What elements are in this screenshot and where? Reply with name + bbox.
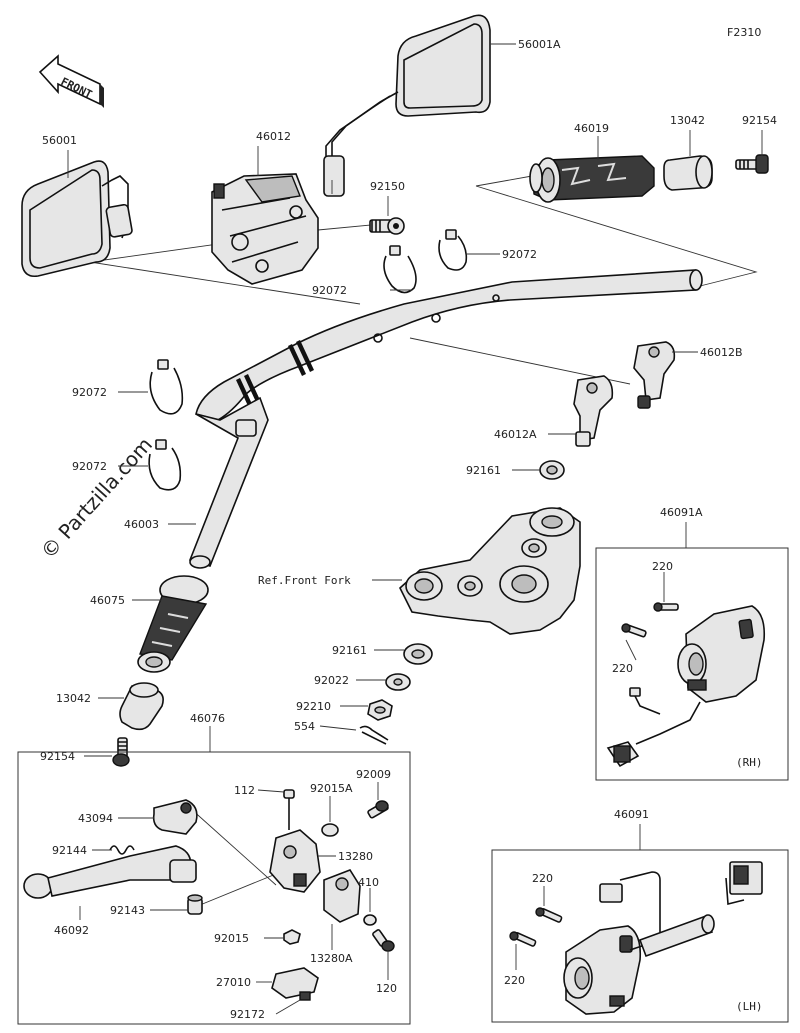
front-arrow-icon: FRONT bbox=[38, 54, 104, 108]
label-56001a: 56001A bbox=[518, 38, 561, 51]
lever-assembly-box bbox=[17, 751, 411, 1025]
label-92210: 92210 bbox=[296, 700, 331, 713]
clamp-92072-lower bbox=[148, 359, 184, 491]
label-13042-lower: 13042 bbox=[56, 692, 91, 705]
label-46091: 46091 bbox=[614, 808, 649, 821]
label-46012a: 46012A bbox=[494, 428, 537, 441]
label-ref-front-fork: Ref.Front Fork bbox=[258, 574, 351, 587]
label-46019: 46019 bbox=[574, 122, 609, 135]
label-92161-upper: 92161 bbox=[466, 464, 501, 477]
label-410: 410 bbox=[358, 876, 379, 889]
label-92154-upper: 92154 bbox=[742, 114, 777, 127]
label-92143: 92143 bbox=[110, 904, 145, 917]
switch-housing-46012 bbox=[211, 173, 319, 285]
label-46092: 46092 bbox=[54, 924, 89, 937]
part-labels: 56001A 56001 46012 92150 92072 92072 920… bbox=[40, 38, 777, 1021]
label-43094: 43094 bbox=[78, 812, 113, 825]
holder-46012b bbox=[633, 341, 676, 409]
label-92154-lower: 92154 bbox=[40, 750, 75, 763]
label-112: 112 bbox=[234, 784, 255, 797]
label-92072-a: 92072 bbox=[312, 284, 347, 297]
label-92009: 92009 bbox=[356, 768, 391, 781]
label-46003: 46003 bbox=[124, 518, 159, 531]
bar-end-weight-13042-upper bbox=[663, 155, 713, 191]
label-92072-c: 92072 bbox=[72, 386, 107, 399]
label-92150: 92150 bbox=[370, 180, 405, 193]
label-120: 120 bbox=[376, 982, 397, 995]
label-13042-upper: 13042 bbox=[670, 114, 705, 127]
label-220-a: 220 bbox=[652, 560, 673, 573]
label-92072-d: 92072 bbox=[72, 460, 107, 473]
label-92015a: 92015A bbox=[310, 782, 353, 795]
grip-46019 bbox=[529, 155, 655, 203]
upper-fork-bracket bbox=[399, 507, 581, 635]
switch-rh-46091a bbox=[606, 572, 766, 768]
switch-lh-46091 bbox=[509, 861, 763, 1015]
watermark: © Partzilla.com bbox=[36, 433, 157, 564]
nut-92210 bbox=[367, 699, 393, 721]
washer-92161-lower bbox=[403, 643, 433, 665]
washer-92022 bbox=[385, 673, 411, 691]
bolt-92150 bbox=[369, 217, 405, 235]
label-46012: 46012 bbox=[256, 130, 291, 143]
label-46075: 46075 bbox=[90, 594, 125, 607]
label-92144: 92144 bbox=[52, 844, 87, 857]
label-13280: 13280 bbox=[338, 850, 373, 863]
holder-46012a bbox=[573, 375, 614, 447]
label-554: 554 bbox=[294, 720, 315, 733]
switch-rh-box bbox=[595, 547, 789, 781]
mirror-left-56001 bbox=[21, 160, 133, 278]
clamp-92072-upper bbox=[383, 229, 468, 294]
label-lh: (LH) bbox=[736, 1000, 763, 1013]
label-46012b: 46012B bbox=[700, 346, 743, 359]
figure-code: F2310 bbox=[727, 26, 761, 39]
label-220-c: 220 bbox=[532, 872, 553, 885]
lever-assembly-parts bbox=[23, 782, 395, 1015]
label-56001: 56001 bbox=[42, 134, 77, 147]
label-92022: 92022 bbox=[314, 674, 349, 687]
label-13280a: 13280A bbox=[310, 952, 353, 965]
label-46076: 46076 bbox=[190, 712, 225, 725]
bar-end-weight-13042-lower bbox=[119, 682, 164, 731]
handlebar-46003 bbox=[188, 269, 703, 569]
label-27010: 27010 bbox=[216, 976, 251, 989]
label-rh: (RH) bbox=[736, 756, 763, 769]
screw-92154-upper bbox=[735, 154, 769, 174]
washer-92161-upper bbox=[539, 460, 565, 480]
label-92015: 92015 bbox=[214, 932, 249, 945]
leader-lines bbox=[67, 43, 763, 757]
label-92172: 92172 bbox=[230, 1008, 265, 1021]
label-92161-lower: 92161 bbox=[332, 644, 367, 657]
cotter-pin-554 bbox=[359, 725, 389, 745]
label-220-b: 220 bbox=[612, 662, 633, 675]
label-92072-b: 92072 bbox=[502, 248, 537, 261]
label-46091a: 46091A bbox=[660, 506, 703, 519]
label-220-d: 220 bbox=[504, 974, 525, 987]
mirror-right-56001a bbox=[323, 14, 491, 197]
grip-46075 bbox=[137, 575, 209, 673]
screw-92154-lower bbox=[112, 737, 130, 767]
